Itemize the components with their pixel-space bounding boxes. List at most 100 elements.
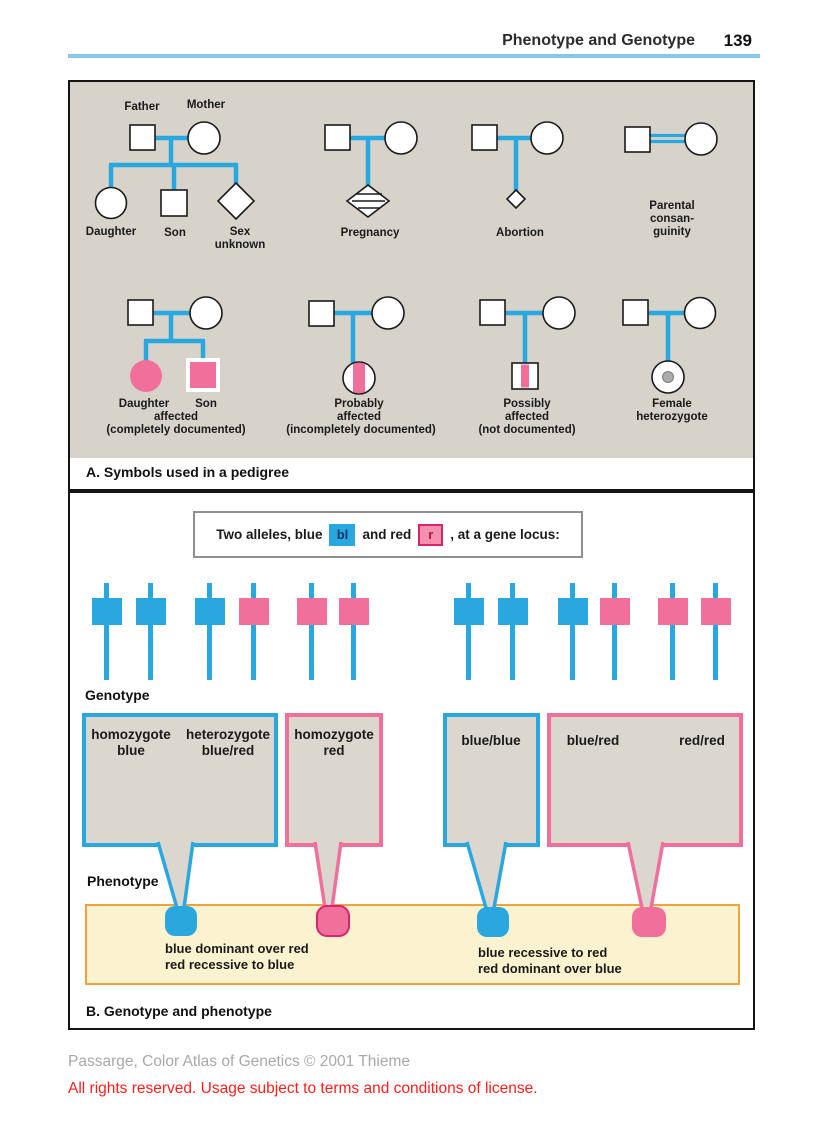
label-affected: affected (153, 411, 199, 423)
allele-legend: Two alleles, blue bl and red r , at a ge… (193, 511, 583, 558)
phenotype-pill-red-right (632, 907, 666, 937)
chromosome-rod (466, 583, 471, 680)
red-allele-band (658, 598, 688, 625)
chromosome-rod (612, 583, 617, 680)
label-pregnancy: Pregnancy (340, 227, 400, 239)
chromosome-red-allele (658, 583, 688, 680)
label-possibly-affected: Possibly affected (503, 398, 551, 423)
chromosome-red-allele (239, 583, 269, 680)
red-allele-band (239, 598, 269, 625)
chromosome-rod (251, 583, 256, 680)
phenotype-box (85, 904, 740, 985)
pedigree-consanguinity (624, 122, 718, 156)
label-probably-affected: Probably affected (334, 398, 384, 423)
genotype-box-blue-left (82, 713, 278, 847)
label-consanguinity: Parental consan- guinity (649, 200, 695, 238)
chromosome-red-allele (701, 583, 731, 680)
genotype-funnels (156, 841, 665, 909)
chromosome-rod (351, 583, 356, 680)
red-allele-band (600, 598, 630, 625)
chromosome-rod (570, 583, 575, 680)
chromosome-rod (207, 583, 212, 680)
label-heterozygote: heterozygote blue/red (185, 727, 271, 758)
chromosome-blue-allele (558, 583, 588, 680)
blue-allele-band (136, 598, 166, 625)
genotype-box-red-left (285, 713, 383, 847)
chromosome-red-allele (297, 583, 327, 680)
affected-daughter-symbol (130, 360, 162, 392)
label-mother: Mother (186, 99, 226, 111)
label-homozygote-blue: homozygote blue (91, 727, 171, 758)
chromosome-blue-allele (136, 583, 166, 680)
label-incompletely-documented: (incompletely documented) (286, 424, 436, 436)
red-allele-band (701, 598, 731, 625)
blue-allele-band (498, 598, 528, 625)
phenotype-pill-blue-right (477, 907, 509, 937)
son-symbol (160, 189, 188, 217)
chromosome-rod (104, 583, 109, 680)
pedigree-affected-children (127, 296, 223, 392)
blue-allele-band (558, 598, 588, 625)
footer-license: All rights reserved. Usage subject to te… (68, 1080, 538, 1097)
label-abortion: Abortion (496, 227, 544, 239)
label-sex-unknown: Sex unknown (214, 226, 266, 251)
chromosome-blue-allele (498, 583, 528, 680)
label-red-red: red/red (679, 733, 725, 748)
daughter-symbol (94, 186, 128, 220)
label-daughter: Daughter (85, 226, 137, 238)
panel-a-caption: A. Symbols used in a pedigree (86, 464, 290, 480)
chromosome-red-allele (600, 583, 630, 680)
label-affected-son: Son (195, 398, 217, 410)
label-blue-blue: blue/blue (461, 733, 521, 748)
legend-text-3: , at a gene locus: (450, 527, 560, 542)
pedigree-abortion (471, 121, 564, 210)
phenotype-heading: Phenotype (87, 873, 159, 889)
chromosome-rod (670, 583, 675, 680)
chromosome-blue-allele (454, 583, 484, 680)
genotype-heading: Genotype (85, 687, 150, 703)
header-rule (68, 54, 760, 58)
label-son: Son (164, 227, 186, 239)
pedigree-pregnancy (324, 121, 418, 219)
legend-text-2: and red (362, 527, 412, 542)
chromosome-rod (510, 583, 515, 680)
affected-son-symbol (190, 362, 216, 388)
mother-symbol (187, 121, 221, 155)
chromosome-red-allele (339, 583, 369, 680)
father-symbol (129, 124, 156, 151)
red-allele-chip: r (418, 523, 444, 546)
phenotype-pill-red-left (316, 905, 350, 937)
label-affected-daughter: Daughter (118, 398, 170, 410)
chromosome-blue-allele (195, 583, 225, 680)
pedigree-probably-affected (308, 296, 405, 395)
label-female-heterozygote: Female heterozygote (636, 398, 708, 423)
phenotype-text-left: blue dominant over red red recessive to … (165, 941, 309, 972)
label-completely-documented: (completely documented) (106, 424, 246, 436)
pedigree-possibly-affected (479, 296, 576, 390)
panel-b-caption: B. Genotype and phenotype (86, 1003, 272, 1019)
phenotype-text-right: blue recessive to red red dominant over … (478, 945, 622, 976)
label-homozygote-red: homozygote red (294, 727, 374, 758)
footer-credit: Passarge, Color Atlas of Genetics © 2001… (68, 1053, 410, 1070)
pedigree-family-symbols (94, 121, 256, 221)
page-number: 139 (723, 31, 752, 50)
label-father: Father (124, 101, 160, 113)
panel-a-caption-strip (70, 458, 753, 489)
blue-allele-chip: bl (329, 523, 356, 546)
pedigree-female-heterozygote (622, 296, 717, 394)
blue-allele-band (92, 598, 122, 625)
abortion-symbol (505, 188, 527, 210)
chromosome-rod (148, 583, 153, 680)
label-not-documented: (not documented) (478, 424, 576, 436)
genotype-box-blue-right (443, 713, 540, 847)
page-title: Phenotype and Genotype (502, 32, 695, 49)
genotype-box-red-right (547, 713, 743, 847)
chromosome-rod (713, 583, 718, 680)
blue-allele-band (195, 598, 225, 625)
phenotype-pill-blue-left (165, 906, 197, 936)
sex-unknown-symbol (216, 181, 256, 221)
pedigree-diagram (94, 121, 718, 395)
chromosome-blue-allele (92, 583, 122, 680)
label-blue-red: blue/red (566, 733, 620, 748)
red-allele-band (297, 598, 327, 625)
